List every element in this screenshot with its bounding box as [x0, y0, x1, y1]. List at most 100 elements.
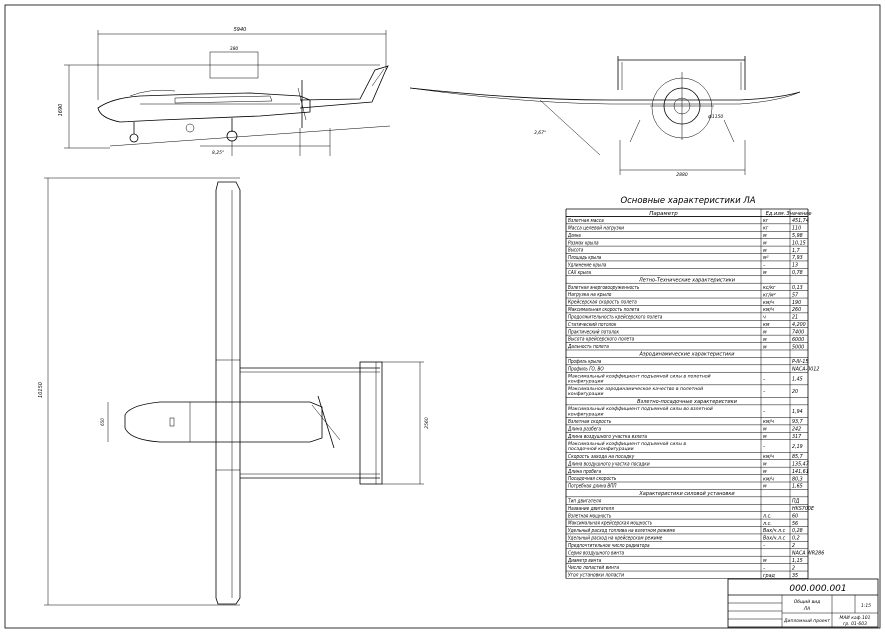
dim-body-label: 650: [100, 418, 105, 426]
table-cell-param: Статический потолок: [568, 322, 616, 328]
table-cell-value: 10,15: [792, 240, 806, 246]
main-wheel: [226, 130, 238, 142]
table-cell-param: Удельный расход на крейсерском режиме: [568, 536, 662, 542]
table-cell-unit: м: [763, 345, 767, 350]
table-cell-param: Высота крейсерского полета: [568, 337, 634, 343]
table-cell-value: 85,7: [792, 454, 803, 460]
table-cell-unit: м: [763, 241, 767, 246]
dim-span-label: 10150: [38, 382, 44, 398]
table-cell-unit: м²: [763, 256, 769, 261]
tail-fin: [299, 65, 389, 109]
table-cell-unit: Вах/ч.л.с: [763, 536, 786, 542]
table-section-title: Характеристики силовой установки: [638, 491, 735, 497]
dim-box-label: 380: [230, 46, 239, 52]
table-cell-unit: км/ч: [763, 454, 774, 460]
title-name-1: Общий вид: [794, 599, 821, 605]
table-cell-unit: л.с.: [762, 514, 772, 519]
front-view: ф1150 2880 3,67°: [409, 56, 801, 178]
table-cell-param: Удлинение крыла: [568, 263, 606, 269]
table-cell-value: 141,61: [792, 469, 809, 475]
table-cell-unit: –: [763, 264, 766, 269]
table-cell-value: 317: [792, 434, 801, 440]
table-cell-value: 1,45: [792, 377, 803, 383]
table-section-title: Летно-Технические характеристики: [638, 277, 736, 283]
table-cell-unit: л.с.: [762, 522, 772, 527]
table-cell-param: Длина воздушного участка посадки: [567, 461, 650, 467]
nose-wheel: [129, 133, 139, 143]
table-cell-value: 260: [792, 307, 801, 313]
table-cell-param: Максимальная крейсерская мощность: [568, 521, 652, 527]
dim-front-width-label: 2880: [676, 172, 688, 178]
wing-front: [409, 87, 801, 101]
table-cell-value: 242: [792, 427, 801, 433]
table-cell-param: Взлетная масса: [568, 218, 604, 224]
table-cell-value: 2: [792, 565, 795, 571]
table-cell-value: 2,19: [792, 444, 803, 450]
title-org-2: гр. 01-603: [843, 621, 867, 627]
table-cell-param: Удельный расход топлива на взлетном режи…: [568, 528, 675, 534]
wing-top: [215, 181, 241, 605]
table-cell-unit: м: [763, 462, 767, 467]
title-doc-type: Дипломный проект: [783, 618, 830, 624]
table-cell-value: 7400: [792, 329, 804, 335]
table-cell-unit: м: [763, 338, 767, 343]
table-cell-value: 190: [792, 300, 801, 306]
table-cell-unit: м: [763, 485, 767, 490]
table-cell-param: Посадочная скорость: [568, 476, 616, 482]
table-cell-unit: км/ч: [763, 476, 774, 482]
dim-prop-label: ф1150: [708, 114, 723, 120]
table-cell-unit: град: [763, 574, 776, 579]
gear-angle: 8,25°: [212, 150, 224, 156]
table-cell-unit: м: [763, 435, 767, 440]
table-header-param: Параметр: [649, 211, 678, 217]
table-cell-unit: –: [763, 410, 766, 415]
table-cell-value: HKS700E: [792, 506, 815, 512]
table-cell-value: 60: [792, 513, 798, 519]
table-cell-value: P-III-15: [792, 359, 808, 365]
title-org-1: МАИ каф.101: [839, 615, 870, 621]
table-cell-unit: кс/кг: [763, 285, 776, 291]
table-cell-param: Тип двигателя: [568, 498, 601, 504]
table-cell-value: 1,65: [792, 484, 803, 490]
table-cell-param: Максимальная скорость полета: [568, 307, 639, 313]
table-cell-param: Диаметр винта: [567, 558, 601, 564]
table-cell-unit: –: [763, 566, 766, 571]
table-cell-value: 7,93: [792, 255, 803, 261]
table-cell-param: Площадь крыла: [568, 255, 601, 261]
table-cell-value: 0,13: [792, 285, 803, 291]
table-cell-param: Максимальное аэродинамическое качество в…: [568, 386, 703, 392]
table-cell-value: ПД: [792, 499, 800, 505]
table-cell-param: Масса целевой нагрузки: [568, 225, 625, 231]
table-cell-value: 4,200: [792, 322, 806, 328]
table-cell-param: Максимальный коэффициент подъемной силы …: [568, 441, 686, 447]
table-cell-value: 451,74: [792, 218, 809, 224]
table-header-value: Значение: [786, 211, 811, 217]
table-cell-value: 35: [792, 573, 798, 579]
dihedral-angle: 3,67°: [534, 130, 546, 136]
table-cell-param: Продолжительность крейсерского полета: [568, 314, 662, 320]
table-header-unit: Ед.изм.: [766, 211, 785, 217]
table-cell-value: 57: [792, 292, 798, 298]
table-cell-param: Взлетная энерговооруженность: [568, 285, 639, 291]
sheet-frame: [4, 4, 881, 629]
table-cell-unit: м: [763, 271, 767, 276]
canopy: [129, 89, 176, 97]
table-cell-param: Предпочтительное число радиатора: [568, 543, 650, 549]
table-cell-unit: м: [763, 428, 767, 433]
table-cell-unit: м: [763, 249, 767, 254]
table-cell-value: 21: [792, 315, 798, 321]
top-view: 10150 2560 650: [38, 177, 430, 606]
table-cell-unit: –: [763, 445, 766, 450]
fuselage-top: [124, 401, 323, 443]
table-cell-value: 2: [792, 543, 795, 549]
table-cell-unit: –: [763, 544, 766, 549]
table-cell-param: Длина разбега: [567, 426, 601, 432]
table-cell-param: Длина пробега: [567, 469, 601, 475]
table-cell-unit: кг: [763, 219, 769, 224]
table-cell-unit: –: [763, 390, 766, 395]
table-cell-unit: кг/м²: [763, 292, 776, 298]
table-cell-value: 0,78: [792, 270, 803, 276]
table-cell-value: 20: [792, 389, 798, 395]
table-cell-value: 110: [792, 226, 801, 232]
